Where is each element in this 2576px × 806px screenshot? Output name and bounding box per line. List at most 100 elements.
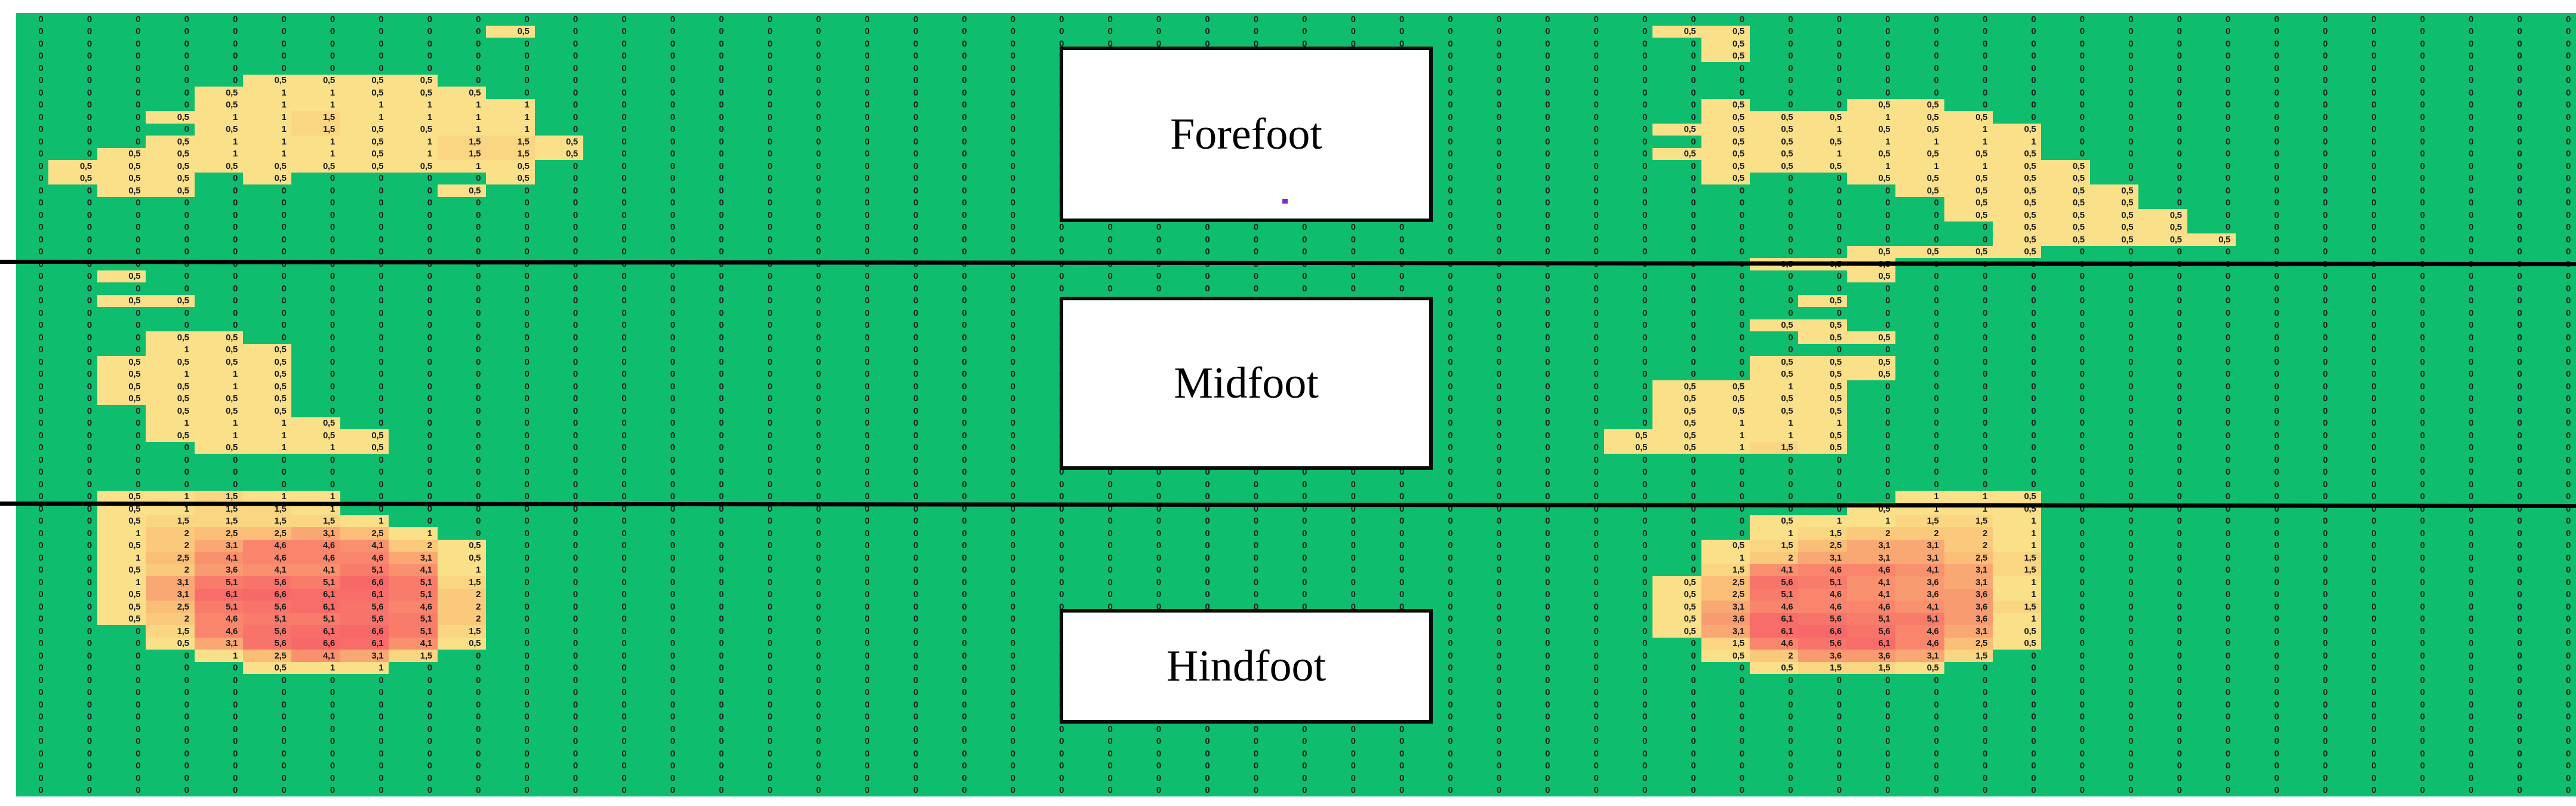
heatmap-cell: 0 <box>1458 38 1507 50</box>
heatmap-cell: 0 <box>1312 245 1361 258</box>
heatmap-cell: 0 <box>1069 478 1118 491</box>
heatmap-cell: 0 <box>1458 380 1507 393</box>
heatmap-cell: 0 <box>2089 123 2139 136</box>
heatmap-cell: 0 <box>2284 723 2333 736</box>
heatmap-cell: 0 <box>2430 552 2479 564</box>
heatmap-cell: 0 <box>2284 405 2333 417</box>
heatmap-cell: 0 <box>2187 478 2236 491</box>
heatmap-cell: 0 <box>875 123 924 136</box>
heatmap-cell: 0 <box>2187 466 2236 478</box>
heatmap-cell: 0 <box>291 686 340 699</box>
heatmap-cell: 1 <box>1749 429 1799 442</box>
heatmap-cell: 1 <box>340 111 389 124</box>
heatmap-cell: 0 <box>1652 356 1701 368</box>
heatmap-cell: 0,5 <box>194 87 244 99</box>
heatmap-cell: 0 <box>729 588 778 601</box>
heatmap-cell: 0 <box>972 429 1021 442</box>
heatmap-cell: 0 <box>777 25 827 38</box>
heatmap-cell: 0 <box>2138 747 2187 760</box>
heatmap-cell: 0 <box>2430 270 2479 282</box>
heatmap-cell: 0 <box>777 147 827 160</box>
heatmap-cell: 0 <box>1458 527 1507 540</box>
heatmap-cell: 0 <box>1749 674 1799 687</box>
heatmap-cell: 0 <box>2284 699 2333 711</box>
heatmap-cell: 0 <box>826 784 875 796</box>
heatmap-cell: 0 <box>2527 270 2576 282</box>
heatmap-cell: 0 <box>1798 735 1847 747</box>
heatmap-cell: 0 <box>48 294 97 307</box>
heatmap-cell: 0 <box>2236 576 2285 589</box>
heatmap-cell: 0 <box>2284 710 2333 723</box>
heatmap-cell: 0 <box>2479 454 2528 466</box>
heatmap-cell: 0 <box>2284 221 2333 233</box>
heatmap-cell: 0 <box>972 294 1021 307</box>
heatmap-cell: 0 <box>2479 735 2528 747</box>
heatmap-cell: 0 <box>1263 564 1313 576</box>
heatmap-cell: 0 <box>680 184 730 197</box>
heatmap-cell: 0 <box>243 184 292 197</box>
heatmap-cell: 0 <box>1409 588 1458 601</box>
heatmap-cell: 0 <box>2138 74 2187 87</box>
heatmap-cell: 0 <box>2041 405 2090 417</box>
heatmap-cell: 0 <box>972 723 1021 736</box>
heatmap-cell: 0 <box>1555 490 1604 503</box>
heatmap-cell: 0 <box>1749 221 1799 233</box>
heatmap-cell: 0 <box>340 184 389 197</box>
heatmap-cell: 0 <box>1069 723 1118 736</box>
heatmap-cell: 0 <box>632 674 681 687</box>
heatmap-cell: 0 <box>632 747 681 760</box>
heatmap-cell: 0 <box>2187 392 2236 405</box>
heatmap-cell: 0 <box>632 99 681 111</box>
heatmap-cell: 0 <box>1604 699 1653 711</box>
heatmap-cell: 5,1 <box>389 613 438 625</box>
heatmap-cell: 0,5 <box>1895 662 1944 674</box>
heatmap-cell: 0 <box>680 723 730 736</box>
heatmap-cell: 6,6 <box>291 637 340 650</box>
heatmap-cell: 0 <box>2187 245 2236 258</box>
heatmap-cell: 0 <box>437 356 487 368</box>
heatmap-cell: 3,1 <box>1944 625 1993 638</box>
heatmap-cell: 0 <box>243 13 292 26</box>
heatmap-cell: 0 <box>583 637 632 650</box>
heatmap-cell: 0 <box>1604 490 1653 503</box>
heatmap-cell: 0 <box>1555 282 1604 295</box>
heatmap-cell: 0 <box>1749 772 1799 785</box>
heatmap-cell: 0 <box>729 478 778 491</box>
heatmap-cell: 0 <box>923 564 972 576</box>
heatmap-cell: 0 <box>923 527 972 540</box>
heatmap-cell: 0 <box>2430 686 2479 699</box>
heatmap-cell: 0 <box>437 441 487 454</box>
heatmap-cell: 0 <box>777 270 827 282</box>
heatmap-cell: 5,1 <box>1895 613 1944 625</box>
heatmap-cell: 0 <box>1749 723 1799 736</box>
heatmap-cell: 0 <box>972 441 1021 454</box>
heatmap-cell: 0 <box>1361 527 1410 540</box>
heatmap-cell: 0 <box>972 405 1021 417</box>
heatmap-cell: 0 <box>1506 282 1556 295</box>
heatmap-cell: 0 <box>2236 282 2285 295</box>
heatmap-cell: 0 <box>777 87 827 99</box>
heatmap-cell: 0 <box>2430 539 2479 552</box>
heatmap-cell: 1,5 <box>437 625 487 638</box>
heatmap-cell: 0 <box>1652 454 1701 466</box>
heatmap-cell: 0 <box>1846 784 1896 796</box>
heatmap-cell: 4,6 <box>1798 564 1847 576</box>
heatmap-cell: 0 <box>389 674 438 687</box>
heatmap-cell: 0 <box>437 478 487 491</box>
heatmap-cell: 0 <box>243 772 292 785</box>
heatmap-cell: 0 <box>1020 25 1070 38</box>
heatmap-cell: 0 <box>2332 136 2382 148</box>
heatmap-cell: 2,5 <box>1944 552 1993 564</box>
heatmap-cell: 0 <box>680 160 730 173</box>
heatmap-cell: 0 <box>1701 686 1750 699</box>
heatmap-cell: 0 <box>146 221 195 233</box>
heatmap-cell: 0,5 <box>1749 515 1799 527</box>
heatmap-cell: 0 <box>875 686 924 699</box>
heatmap-cell: 0 <box>340 294 389 307</box>
heatmap-cell: 0 <box>1944 710 1993 723</box>
heatmap-cell: 0 <box>1458 294 1507 307</box>
heatmap-cell: 0 <box>826 466 875 478</box>
heatmap-cell: 0 <box>2284 417 2333 429</box>
heatmap-cell: 0 <box>1944 294 1993 307</box>
heatmap-cell: 0 <box>1944 270 1993 282</box>
